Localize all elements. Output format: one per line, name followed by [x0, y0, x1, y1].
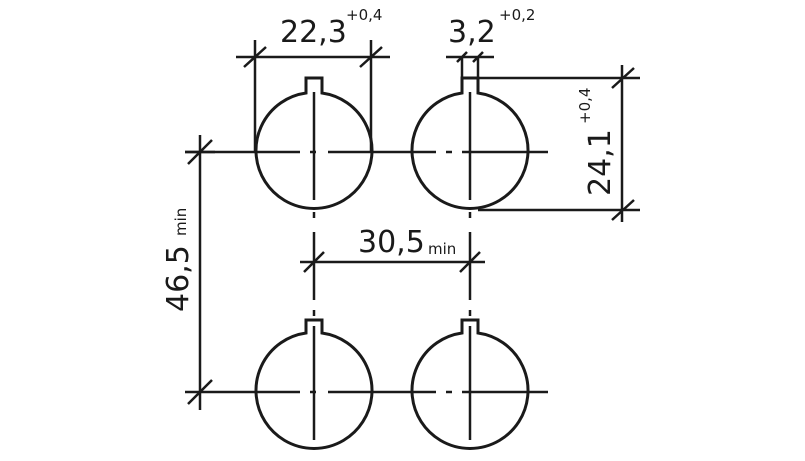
hole-top-left — [254, 76, 374, 210]
hole-bottom-left — [254, 318, 374, 450]
hole-top-right — [410, 76, 530, 210]
dim-horizontal-spacing: 30,5 min — [358, 225, 456, 260]
dim-key-width-value: 3,2 — [448, 15, 496, 50]
dim-horizontal-spacing-value: 30,5 — [358, 225, 425, 260]
dim-horizontal-spacing-suffix: min — [428, 240, 456, 258]
dim-key-height-value: 24,1 — [583, 129, 618, 196]
dim-vertical-spacing-value: 46,5 — [161, 245, 196, 312]
dim-vertical-spacing: 46,5 min — [161, 208, 196, 312]
dim-vertical-spacing-suffix: min — [172, 208, 190, 236]
dim-key-height: 24,1 +0,4 — [576, 88, 618, 196]
dimension-lines — [185, 40, 640, 410]
dim-key-width: 3,2 +0,2 — [448, 6, 535, 50]
dim-key-width-tolerance: +0,2 — [499, 6, 535, 24]
dim-key-height-tolerance: +0,4 — [576, 88, 594, 124]
dim-outer-diameter-tolerance: +0,4 — [346, 6, 382, 24]
center-lines — [185, 92, 548, 440]
hole-bottom-right — [410, 318, 530, 450]
dim-outer-diameter-value: 22,3 — [280, 15, 347, 50]
dim-outer-diameter: 22,3 +0,4 — [280, 6, 382, 50]
